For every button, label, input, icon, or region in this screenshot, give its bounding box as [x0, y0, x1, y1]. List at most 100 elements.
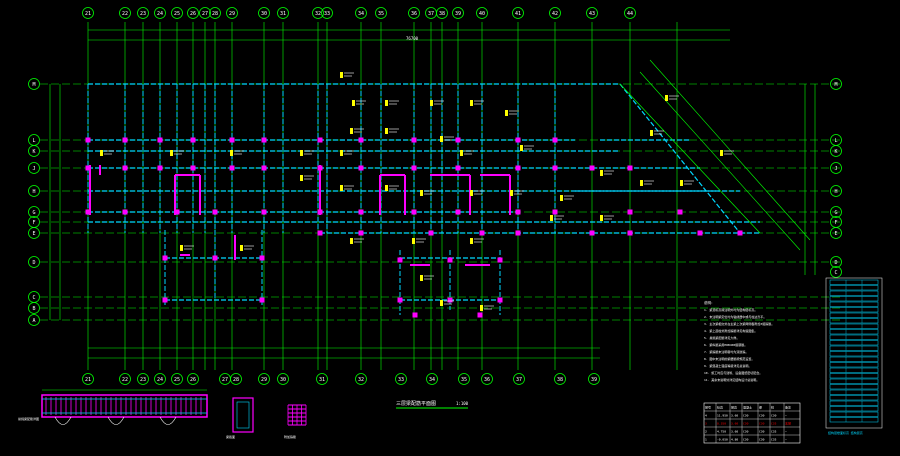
- detail-section: [232, 397, 254, 433]
- table-cell: —: [785, 414, 787, 418]
- beam-tag: [385, 128, 388, 134]
- axis-bubble-top: 31: [277, 7, 289, 19]
- axis-bubble-top: 32: [312, 7, 324, 19]
- legend-row: [829, 296, 879, 302]
- legend-row: [829, 345, 879, 351]
- axis-label: 32: [315, 11, 321, 17]
- axis-bubble-right: K: [830, 145, 842, 157]
- axis-bubble-left: K: [28, 145, 40, 157]
- axis-label: 27: [222, 377, 228, 383]
- table-cell: C35: [771, 438, 777, 442]
- axis-label: J: [834, 166, 837, 172]
- column-layout: [85, 137, 743, 318]
- table-header: 层高: [731, 405, 737, 410]
- beam-tag: [300, 150, 303, 156]
- column: [229, 165, 235, 171]
- beam-tag: [420, 275, 423, 281]
- axis-label: 23: [140, 377, 146, 383]
- beam-tag: [385, 100, 388, 106]
- column: [455, 137, 461, 143]
- section-details: [41, 389, 307, 433]
- axis-bubble-top: 39: [452, 7, 464, 19]
- axis-label: L: [32, 138, 35, 144]
- column: [122, 137, 128, 143]
- axis-bubble-top: 21: [82, 7, 94, 19]
- axis-label: H: [32, 189, 35, 195]
- axis-label: K: [32, 149, 35, 155]
- column: [397, 297, 403, 303]
- legend-row: [829, 400, 879, 406]
- beam-tag: [470, 190, 473, 196]
- axis-label: 42: [552, 11, 558, 17]
- axis-bubble-bottom: 36: [481, 373, 493, 385]
- column: [212, 209, 218, 215]
- table-cell: C30: [743, 430, 749, 434]
- axis-label: 36: [411, 11, 417, 17]
- axis-bubble-bottom: 34: [426, 373, 438, 385]
- axis-bubble-top: 34: [355, 7, 367, 19]
- detail-section-inner: [236, 401, 250, 429]
- column: [261, 137, 267, 143]
- note-line: 2. 未注明梁定位均为轴线居中或与柱边齐平。: [704, 314, 766, 319]
- axis-bubble-bottom: 25: [171, 373, 183, 385]
- axis-label: B: [32, 306, 35, 312]
- column: [515, 165, 521, 171]
- table-cell: 8.350: [717, 422, 726, 426]
- axis-label: 32: [358, 377, 364, 383]
- detail3-label: 附加箍筋: [284, 434, 296, 439]
- beam-tag: [420, 190, 423, 196]
- column: [212, 255, 218, 261]
- axis-bubble-bottom: 39: [588, 373, 600, 385]
- dimension-total: 76700: [406, 36, 419, 41]
- beam-tag: [560, 195, 563, 201]
- axis-label: 26: [190, 377, 196, 383]
- legend-row: [829, 351, 879, 357]
- axis-bubble-top: 42: [549, 7, 561, 19]
- table-cell: 3.60: [731, 422, 738, 426]
- axis-label: 30: [280, 377, 286, 383]
- axis-bubble-top: 43: [586, 7, 598, 19]
- note-line: 9. 梁混凝土强度等级详见总说明。: [704, 363, 751, 368]
- legend-row: [829, 307, 879, 313]
- column: [411, 165, 417, 171]
- beam-tag: [510, 190, 513, 196]
- axis-bubble-top: 40: [476, 7, 488, 19]
- column: [627, 165, 633, 171]
- axis-bubble-left: A: [28, 314, 40, 326]
- axis-bubble-top: 29: [226, 7, 238, 19]
- axis-bubble-top: 27: [199, 7, 211, 19]
- column: [122, 209, 128, 215]
- axis-bubble-top: 38: [436, 7, 448, 19]
- axis-bubble-bottom: 35: [458, 373, 470, 385]
- axis-label: 28: [233, 377, 239, 383]
- beam-tag: [350, 128, 353, 134]
- column: [589, 230, 595, 236]
- column: [497, 297, 503, 303]
- note-line: 11. 其余未说明处详见结构设计总说明。: [704, 377, 759, 382]
- legend-frame: [825, 277, 883, 429]
- legend-row: [829, 340, 879, 346]
- beam-tag: [340, 150, 343, 156]
- table-cell: C30: [759, 438, 765, 442]
- axis-label: F: [32, 220, 35, 226]
- axis-label: E: [834, 231, 837, 237]
- column: [455, 209, 461, 215]
- axis-label: 24: [157, 377, 163, 383]
- axis-label: 26: [190, 11, 196, 17]
- axis-label: 35: [461, 377, 467, 383]
- column: [259, 297, 265, 303]
- beam-tag: [240, 245, 243, 251]
- axis-label: 22: [122, 11, 128, 17]
- beam-tag: [600, 170, 603, 176]
- axis-label: G: [834, 210, 837, 216]
- drawing-title: 三层梁配筋平面图: [396, 400, 436, 407]
- legend-row: [829, 367, 879, 373]
- table-header: 层号: [705, 405, 711, 410]
- axis-bubble-top: 33: [321, 7, 333, 19]
- axis-bubble-top: 24: [154, 7, 166, 19]
- axis-bubble-right: H: [830, 185, 842, 197]
- axis-bubble-bottom: 33: [395, 373, 407, 385]
- axis-bubble-left: J: [28, 162, 40, 174]
- beam-tag: [385, 185, 388, 191]
- beam-tag: [230, 150, 233, 156]
